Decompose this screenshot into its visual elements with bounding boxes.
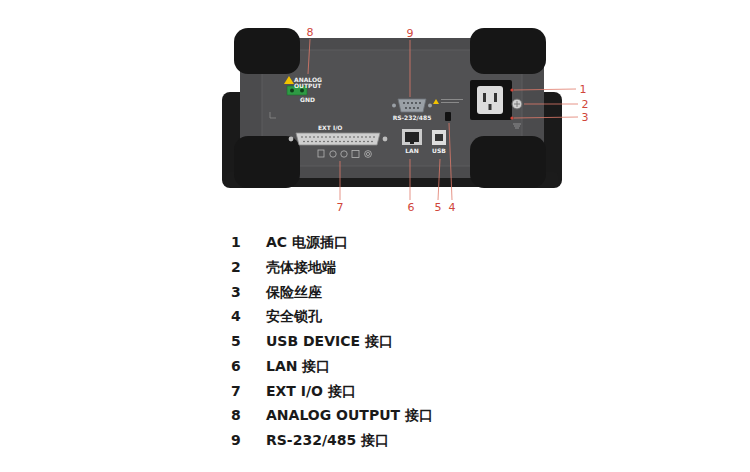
- list-text: USB DEVICE 接口: [266, 332, 393, 350]
- list-text: EXT I/O 接口: [266, 382, 356, 400]
- connector-pin: [323, 141, 325, 143]
- connector-pin: [327, 141, 329, 143]
- connector-pin: [331, 141, 333, 143]
- connector-pin: [303, 141, 305, 143]
- callout-number: 7: [337, 201, 344, 214]
- connector-pin: [317, 136, 319, 138]
- connector-pin: [305, 136, 307, 138]
- list-number: 9: [231, 431, 241, 449]
- connector-pin: [357, 136, 359, 138]
- list-text: AC 电源插口: [266, 233, 348, 251]
- connector-pin: [365, 136, 367, 138]
- list-number: 8: [231, 406, 241, 424]
- port-label: USB: [432, 148, 446, 154]
- callout-number: 6: [408, 201, 415, 214]
- callout-number: 3: [582, 111, 589, 124]
- connector-pin: [339, 141, 341, 143]
- port-label: ANALOG OUTPUT: [294, 77, 322, 89]
- pin-label: GND: [300, 97, 315, 103]
- connector-pin: [325, 136, 327, 138]
- connector-pin: [355, 141, 357, 143]
- connector-pin: [361, 136, 363, 138]
- connector-pin: [313, 136, 315, 138]
- connector-pin: [329, 136, 331, 138]
- connector-pin: [367, 141, 369, 143]
- connector-pin: [345, 136, 347, 138]
- list-number: 4: [231, 307, 241, 325]
- list-text: RS-232/485 接口: [266, 431, 389, 449]
- list-text: ANALOG OUTPUT 接口: [266, 406, 433, 424]
- connector-pin: [373, 136, 375, 138]
- list-number: 5: [231, 332, 241, 350]
- list-number: 2: [231, 258, 241, 276]
- connector-pin: [359, 141, 361, 143]
- connector-pin: [343, 141, 345, 143]
- connector-pin: [311, 141, 313, 143]
- connector-pin: [319, 141, 321, 143]
- connector-pin: [333, 136, 335, 138]
- callout-number: 1: [580, 83, 587, 96]
- list-text: 安全锁孔: [266, 307, 322, 325]
- connector-pin: [363, 141, 365, 143]
- port-label: RS-232/485: [393, 115, 432, 121]
- connector-pin: [321, 136, 323, 138]
- connector-pin: [309, 136, 311, 138]
- callout-number: 8: [307, 26, 314, 39]
- connector-pin: [353, 136, 355, 138]
- port-label: LAN: [405, 148, 419, 154]
- list-number: 1: [231, 233, 241, 251]
- connector-pin: [335, 141, 337, 143]
- list-number: 6: [231, 357, 241, 375]
- connector-pin: [337, 136, 339, 138]
- connector-pin: [307, 141, 309, 143]
- callout-number: 5: [435, 201, 442, 214]
- callout-number: 4: [449, 201, 456, 214]
- port-label: EXT I/O: [318, 125, 342, 131]
- connector-pin: [347, 141, 349, 143]
- list-text: 保险丝座: [266, 283, 322, 301]
- connector-pin: [369, 136, 371, 138]
- list-text: 壳体接地端: [266, 258, 336, 276]
- list-text: LAN 接口: [266, 357, 330, 375]
- callout-number: 2: [582, 98, 589, 111]
- callout-number: 9: [407, 27, 414, 40]
- connector-pin: [371, 141, 373, 143]
- connector-pin: [351, 141, 353, 143]
- connector-pin: [349, 136, 351, 138]
- list-number: 3: [231, 283, 241, 301]
- list-number: 7: [231, 382, 241, 400]
- connector-pin: [315, 141, 317, 143]
- connector-pin: [341, 136, 343, 138]
- connector-pin: [301, 136, 303, 138]
